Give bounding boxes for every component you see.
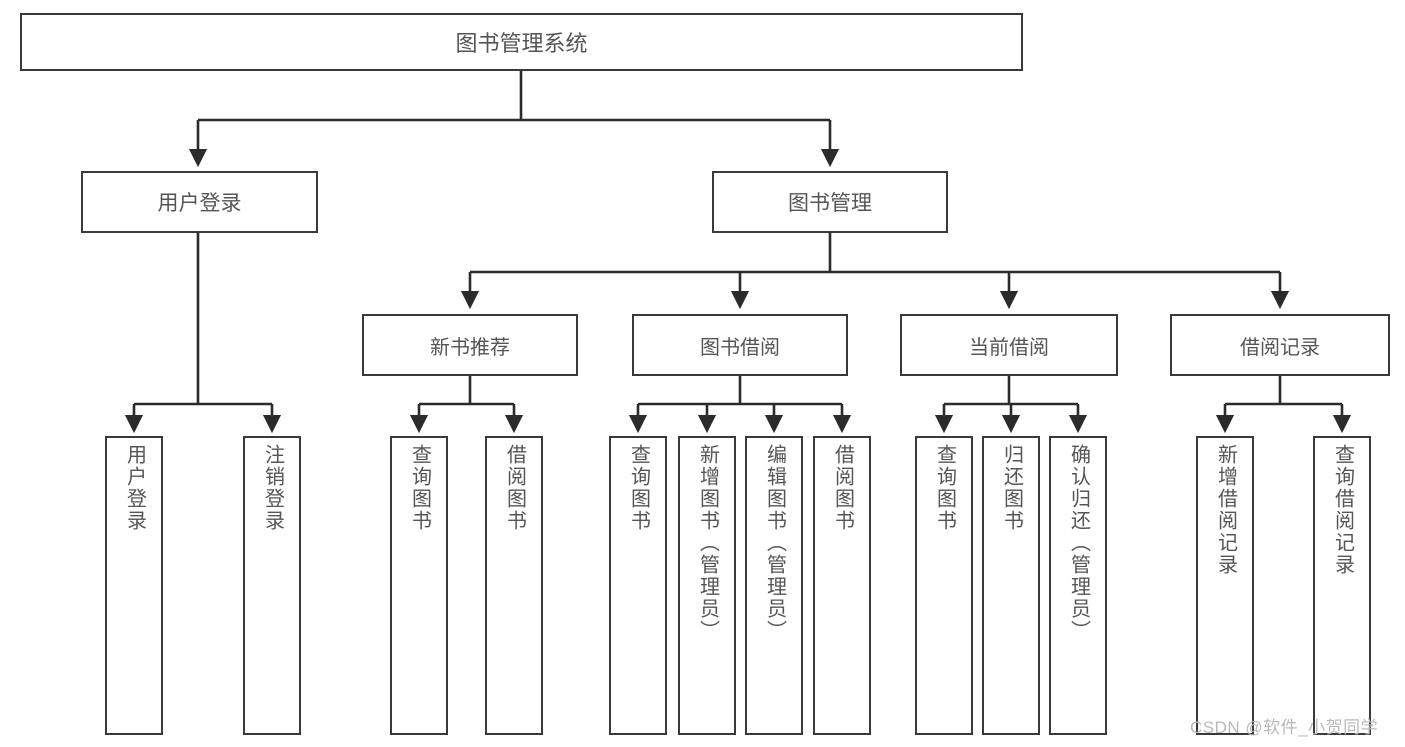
node-book-borrow[interactable]: 图书借阅: [632, 314, 848, 376]
node-leaf-add-borrow-record-label: 新增借阅记录: [1214, 444, 1237, 576]
node-leaf-borrow-book-recommend-label: 借阅图书: [503, 444, 526, 532]
node-leaf-query-book-current-label: 查询图书: [933, 444, 956, 532]
node-user-login[interactable]: 用户登录: [81, 171, 318, 233]
node-leaf-confirm-return-admin[interactable]: 确认归还（管理员）: [1049, 436, 1107, 735]
node-leaf-return-book-label: 归还图书: [1000, 444, 1023, 532]
node-leaf-query-book-borrow-label: 查询图书: [627, 444, 650, 532]
node-current-borrow-label: 当前借阅: [969, 336, 1049, 359]
csdn-watermark: CSDN @软件_小贺同学: [1190, 718, 1379, 737]
node-leaf-query-borrow-record[interactable]: 查询借阅记录: [1313, 436, 1371, 735]
node-new-book-recommend-label: 新书推荐: [430, 336, 510, 359]
node-leaf-logout-login-label: 注销登录: [261, 444, 284, 532]
node-leaf-edit-book-admin-label: 编辑图书（管理员）: [763, 444, 786, 642]
node-leaf-add-book-admin[interactable]: 新增图书（管理员）: [678, 436, 736, 735]
node-root[interactable]: 图书管理系统: [20, 13, 1023, 71]
node-leaf-query-book-borrow[interactable]: 查询图书: [609, 436, 667, 735]
node-leaf-query-book-current[interactable]: 查询图书: [915, 436, 973, 735]
node-root-label: 图书管理系统: [455, 31, 588, 56]
node-borrow-record-label: 借阅记录: [1240, 336, 1320, 359]
node-leaf-add-book-admin-label: 新增图书（管理员）: [696, 444, 719, 642]
node-book-borrow-label: 图书借阅: [700, 336, 780, 359]
node-borrow-record[interactable]: 借阅记录: [1170, 314, 1390, 376]
node-leaf-return-book[interactable]: 归还图书: [982, 436, 1040, 735]
node-leaf-borrow-book-recommend[interactable]: 借阅图书: [485, 436, 543, 735]
node-leaf-confirm-return-admin-label: 确认归还（管理员）: [1067, 444, 1090, 642]
node-current-borrow[interactable]: 当前借阅: [900, 314, 1118, 376]
node-leaf-user-login[interactable]: 用户登录: [105, 436, 163, 735]
node-new-book-recommend[interactable]: 新书推荐: [362, 314, 578, 376]
node-book-management-label: 图书管理: [788, 192, 872, 215]
node-user-login-label: 用户登录: [157, 192, 242, 215]
node-leaf-borrow-book-label: 借阅图书: [831, 444, 854, 532]
node-leaf-add-borrow-record[interactable]: 新增借阅记录: [1196, 436, 1254, 735]
node-leaf-logout-login[interactable]: 注销登录: [243, 436, 301, 735]
node-leaf-borrow-book[interactable]: 借阅图书: [813, 436, 871, 735]
node-leaf-edit-book-admin[interactable]: 编辑图书（管理员）: [745, 436, 803, 735]
node-leaf-query-borrow-record-label: 查询借阅记录: [1331, 444, 1354, 576]
node-leaf-query-book-recommend[interactable]: 查询图书: [390, 436, 448, 735]
node-leaf-user-login-label: 用户登录: [123, 444, 146, 532]
node-leaf-query-book-recommend-label: 查询图书: [408, 444, 431, 532]
node-book-management[interactable]: 图书管理: [712, 171, 948, 233]
